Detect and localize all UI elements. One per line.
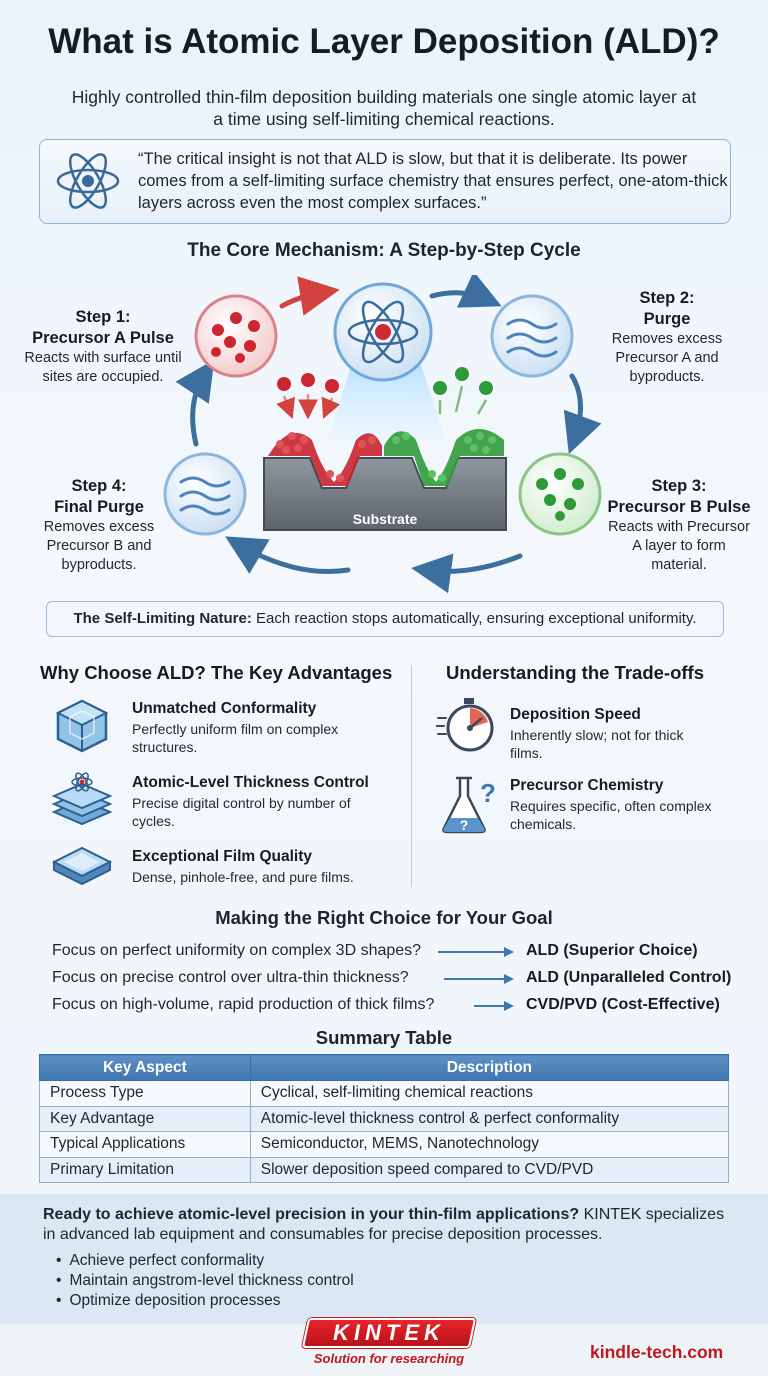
flask-icon: ? ? <box>442 776 496 834</box>
arrow-to-step1 <box>175 359 215 447</box>
table-cell: Typical Applications <box>39 1131 251 1158</box>
step4-final-purge-icon <box>163 452 247 536</box>
arrow-step1-to-center <box>279 276 340 316</box>
advantage-2-title: Atomic-Level Thickness Control <box>132 774 369 791</box>
logo-text: KINTEK <box>333 1320 445 1345</box>
falling-precursor-b <box>433 367 493 415</box>
list-item: Optimize deposition processes <box>56 1291 354 1311</box>
ald-cycle-diagram: Substrate <box>163 275 602 594</box>
table-cell: Process Type <box>39 1080 251 1107</box>
film-icon <box>51 846 113 886</box>
step2-label: Step 2: Purge Removes excess Precursor A… <box>611 289 723 385</box>
tradeoff-2-desc: Requires specific, often complex chemica… <box>510 798 712 832</box>
advantage-1-desc: Perfectly uniform film on complex struct… <box>132 721 339 755</box>
list-item: Maintain angstrom-level thickness contro… <box>56 1271 353 1291</box>
choice-question-3: Focus on high-volume, rapid production o… <box>52 996 435 1013</box>
step3-precursor-b-icon <box>518 452 602 536</box>
table-cell: Atomic-level thickness control & perfect… <box>249 1105 730 1132</box>
tradeoff-2-title: Precursor Chemistry <box>510 777 664 794</box>
table-row: Typical Applications Semiconductor, MEMS… <box>39 1131 730 1158</box>
quote-text: “The critical insight is not that ALD is… <box>138 150 728 212</box>
table-cell: Semiconductor, MEMS, Nanotechnology <box>249 1131 730 1158</box>
table-header-cell: Key Aspect <box>39 1054 251 1081</box>
step4-label: Step 4: Final Purge Removes excess Precu… <box>43 477 155 573</box>
advantage-3-title: Exceptional Film Quality <box>132 848 313 865</box>
arrow-right-icon <box>444 974 514 984</box>
page-subtitle: Highly controlled thin-film deposition b… <box>71 87 697 129</box>
table-header-cell: Description <box>249 1054 730 1081</box>
advantage-2-desc: Precise digital control by number of cyc… <box>132 795 351 829</box>
logo-tagline: Solution for researching <box>313 1351 465 1366</box>
arrow-to-substrate-right <box>411 553 523 594</box>
atom-icon <box>56 153 120 209</box>
table-header-row: Key Aspect Description <box>39 1054 730 1081</box>
substrate-block <box>263 429 507 531</box>
stopwatch-icon <box>436 698 494 752</box>
choice-title: Making the Right Choice for Your Goal <box>215 907 553 928</box>
table-row: Key Advantage Atomic-level thickness con… <box>39 1105 730 1132</box>
quote-box <box>39 139 731 224</box>
advantage-3-desc: Dense, pinhole-free, and pure films. <box>132 869 354 885</box>
choice-answer-1: ALD (Superior Choice) <box>526 942 698 959</box>
step1-label: Step 1: Precursor A Pulse Reacts with su… <box>24 308 182 385</box>
falling-precursor-a <box>276 373 341 420</box>
advantages-title: Why Choose ALD? The Key Advantages <box>40 662 393 683</box>
tradeoff-1-title: Deposition Speed <box>510 706 641 723</box>
arrow-to-step3 <box>563 373 602 455</box>
layers-icon <box>51 772 113 826</box>
step3-label: Step 3: Precursor B Pulse Reacts with Pr… <box>607 477 751 573</box>
summary-table: Key Aspect Description Process Type Cycl… <box>39 1054 730 1183</box>
section-divider <box>411 665 412 887</box>
arrow-right-icon <box>438 947 514 957</box>
step2-purge-icon <box>490 294 574 378</box>
arrow-to-step4 <box>225 536 351 575</box>
choice-question-2: Focus on precise control over ultra-thin… <box>52 969 409 986</box>
substrate-label: Substrate <box>353 511 418 527</box>
mechanism-title: The Core Mechanism: A Step-by-Step Cycle <box>187 240 581 261</box>
svg-text:?: ? <box>480 778 496 808</box>
table-cell: Slower deposition speed compared to CVD/… <box>249 1156 730 1183</box>
page-title: What is Atomic Layer Deposition (ALD)? <box>48 22 720 61</box>
summary-title: Summary Table <box>315 1027 453 1048</box>
website-link[interactable]: kindle-tech.com <box>590 1342 724 1362</box>
cta-bullet-list: Achieve perfect conformality Maintain an… <box>56 1251 354 1311</box>
tradeoffs-title: Understanding the Trade-offs <box>446 662 704 683</box>
self-limiting-note: The Self-Limiting Nature: Each reaction … <box>73 610 697 627</box>
self-limiting-box <box>46 601 724 637</box>
arrow-right-icon <box>474 1001 514 1011</box>
table-row: Process Type Cyclical, self-limiting che… <box>39 1080 730 1107</box>
arrow-to-step2 <box>429 275 502 308</box>
table-cell: Cyclical, self-limiting chemical reactio… <box>249 1080 730 1107</box>
svg-text:?: ? <box>460 817 469 833</box>
list-item: Achieve perfect conformality <box>56 1251 354 1271</box>
choice-answer-2: ALD (Unparalleled Control) <box>526 969 732 986</box>
step1-precursor-a-icon <box>194 294 278 378</box>
table-cell: Primary Limitation <box>39 1156 251 1183</box>
cta-text: Ready to achieve atomic-level precision … <box>43 1206 725 1243</box>
table-cell: Key Advantage <box>39 1105 251 1132</box>
choice-answer-3: CVD/PVD (Cost-Effective) <box>526 996 720 1013</box>
choice-question-1: Focus on perfect uniformity on complex 3… <box>52 942 422 959</box>
cube-icon <box>55 699 109 753</box>
advantage-1-title: Unmatched Conformality <box>132 700 317 717</box>
tradeoff-1-desc: Inherently slow; not for thick films. <box>510 727 684 761</box>
table-row: Primary Limitation Slower deposition spe… <box>39 1156 730 1183</box>
center-atom-icon <box>333 282 433 382</box>
